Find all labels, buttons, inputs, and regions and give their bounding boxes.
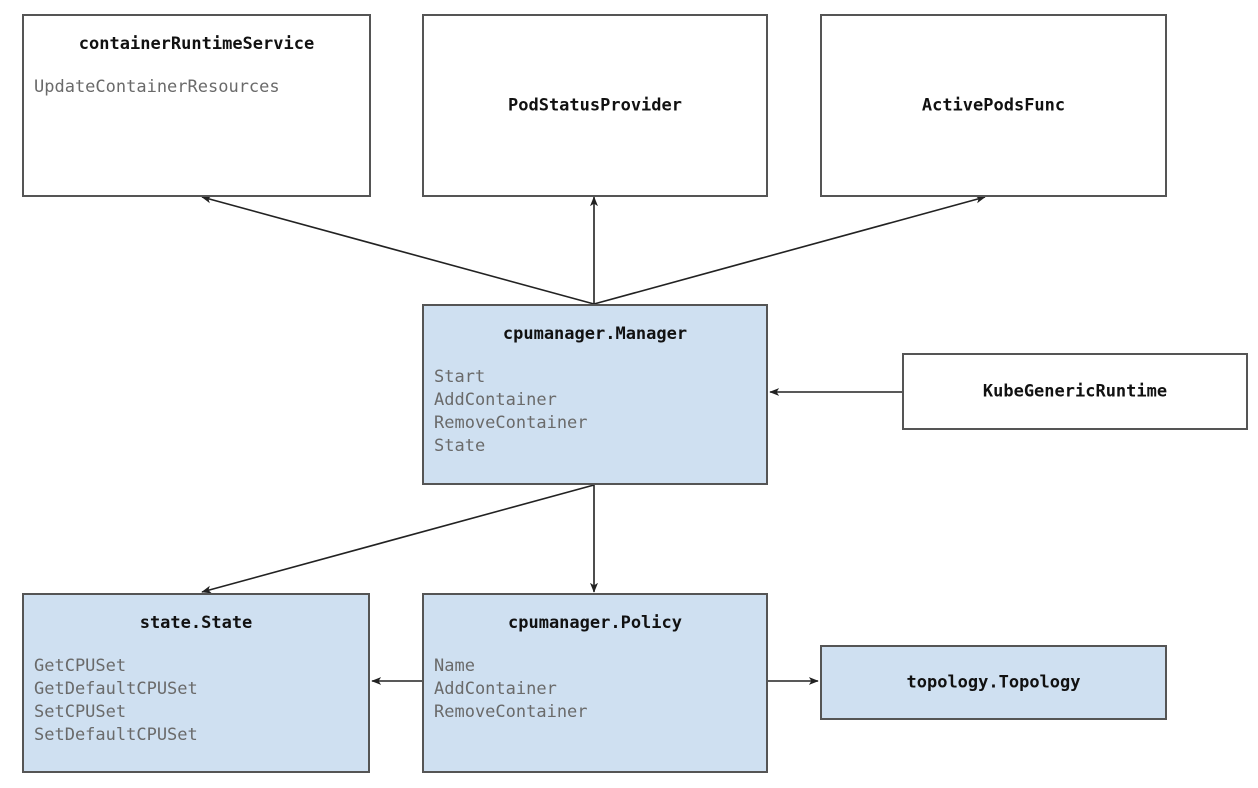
class-member: State — [434, 436, 486, 456]
class-member: AddContainer — [434, 679, 557, 699]
class-box-topologyTopology[interactable]: topology.Topology — [820, 645, 1167, 720]
arrow-manager-to-containerRuntimeService — [201, 195, 595, 305]
class-box-KubeGenericRuntime[interactable]: KubeGenericRuntime — [902, 353, 1248, 430]
class-member: GetDefaultCPUSet — [34, 679, 198, 699]
class-member: Start — [434, 367, 486, 387]
class-member: SetDefaultCPUSet — [34, 725, 198, 745]
class-title: ActivePodsFunc — [921, 95, 1066, 115]
class-title: state.State — [139, 613, 253, 633]
class-box-PodStatusProvider[interactable]: PodStatusProvider — [422, 14, 768, 197]
class-member: RemoveContainer — [434, 413, 588, 433]
class-member: AddContainer — [434, 390, 557, 410]
class-title: containerRuntimeService — [78, 34, 315, 54]
class-title: KubeGenericRuntime — [982, 381, 1168, 401]
class-member: GetCPUSet — [34, 656, 127, 676]
class-member: RemoveContainer — [434, 702, 588, 722]
class-title: topology.Topology — [906, 672, 1081, 692]
class-member: SetCPUSet — [34, 702, 127, 722]
class-title: cpumanager.Policy — [508, 613, 682, 633]
class-box-ActivePodsFunc[interactable]: ActivePodsFunc — [820, 14, 1167, 197]
class-member-list: UpdateContainerResources — [34, 76, 369, 99]
arrow-manager-to-stateState — [201, 484, 595, 594]
class-member: Name — [434, 656, 475, 676]
arrow-manager-to-activePodsFunc — [593, 195, 986, 305]
class-title: PodStatusProvider — [508, 95, 682, 115]
class-member: UpdateContainerResources — [34, 77, 280, 97]
class-title: cpumanager.Manager — [502, 324, 688, 344]
